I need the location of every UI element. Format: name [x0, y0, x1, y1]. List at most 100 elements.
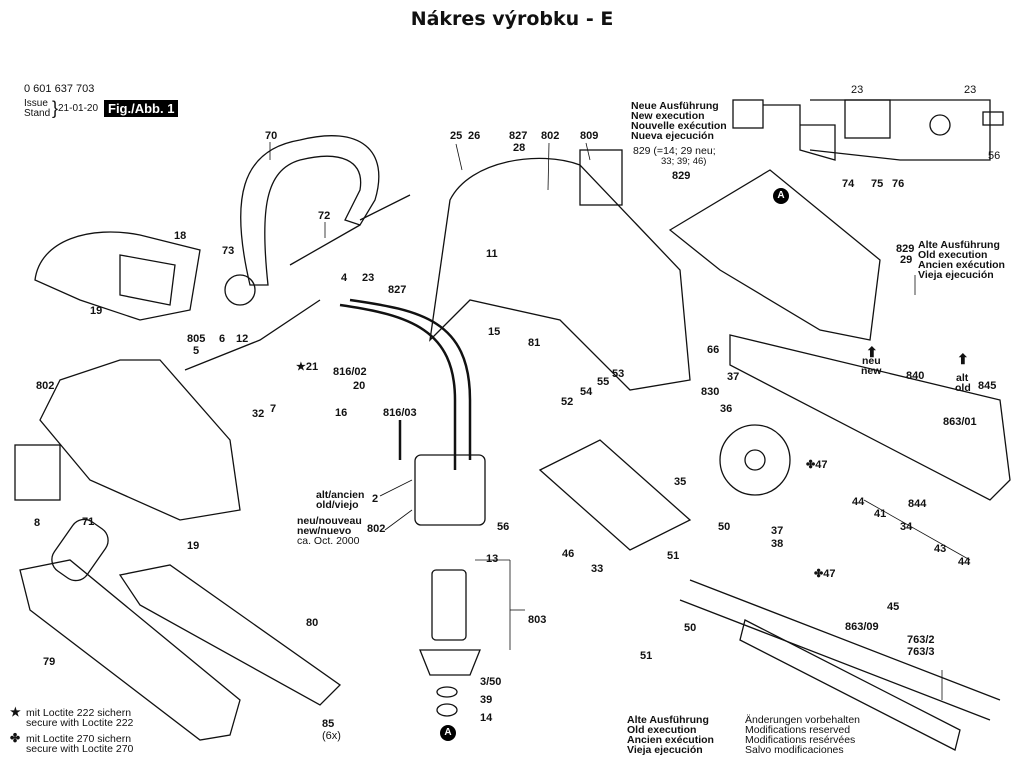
part-label: 50 [718, 521, 731, 533]
gear-housing-part [34, 231, 201, 321]
part-label: 816/03 [383, 407, 417, 419]
part-label: 763/3 [907, 646, 935, 658]
part-label: 5 [193, 345, 200, 357]
old-execution-bottom-de: Alte Ausführung [627, 714, 709, 726]
part-label: 38 [771, 538, 784, 550]
part-label: 80 [306, 617, 319, 629]
new-execution-es: Nueva ejecución [631, 130, 714, 142]
part-label: 805 [187, 333, 206, 345]
part-label: 19 [90, 305, 103, 317]
stator-old-2: old/viejo [316, 499, 359, 511]
old-execution-bottom-en: Old execution [627, 724, 697, 736]
part-label: 56 [497, 521, 510, 533]
part-label: 51 [640, 650, 653, 662]
part-label: 75 [871, 178, 884, 190]
callout-a-marker: A [440, 725, 456, 741]
part-label: 79 [43, 656, 56, 668]
wiring-diagram [732, 99, 764, 129]
stator-new-2: new/nuevo [297, 525, 352, 537]
part-label: 18 [174, 230, 187, 242]
part-label: 41 [874, 508, 887, 520]
part-label: 73 [222, 245, 235, 257]
part-label: 71 [82, 516, 95, 528]
stator-old-part: 2 [372, 493, 379, 505]
part-label: 863/01 [943, 416, 977, 428]
part-number: 0 601 637 703 [24, 83, 95, 95]
old-execution-top-es: Vieja ejecución [918, 269, 994, 281]
part-label: 20 [353, 380, 366, 392]
plate-part [538, 439, 692, 551]
part-label: 53 [612, 368, 625, 380]
base-part [19, 559, 241, 741]
part-label: 72 [318, 210, 331, 222]
part-label: 13 [486, 553, 499, 565]
part-label: 25 [450, 130, 463, 142]
stand-label: Stand [24, 108, 51, 119]
part-label: 52 [561, 396, 574, 408]
part-label: 56 [988, 150, 1001, 162]
part-label: 51 [667, 550, 680, 562]
part-label: 81 [528, 337, 541, 349]
part-label: 85 [322, 718, 335, 730]
part-label: 66 [707, 344, 720, 356]
part-label: 28 [513, 142, 526, 154]
part-label: 15 [488, 326, 501, 338]
part-label: 763/2 [907, 634, 935, 646]
new-execution-en: New execution [631, 110, 705, 122]
legend-cross-en: secure with Loctite 270 [26, 743, 134, 755]
part-label: 845 [978, 380, 997, 392]
part-label: 19 [187, 540, 200, 552]
part-label: 54 [580, 386, 593, 398]
part-label: 44 [852, 496, 865, 508]
legend-star-de: mit Loctite 222 sichern [26, 707, 132, 719]
part-label: 32 [252, 408, 265, 420]
stator-new-3: ca. Oct. 2000 [297, 535, 360, 547]
part-label: 8 [34, 517, 41, 529]
old-execution-top-de: Alte Ausführung [918, 239, 1000, 251]
housing-part [429, 157, 691, 391]
part-label: 863/09 [845, 621, 879, 633]
part-label: 43 [934, 543, 947, 555]
note-829-b: 33; 39; 46) [661, 156, 707, 167]
gear-part [719, 424, 791, 496]
part-label: 4 [341, 272, 348, 284]
issue-date: 21-01-20 [58, 103, 99, 114]
part-label: 76 [892, 178, 905, 190]
brace: } [52, 98, 59, 118]
part-label: 23 [964, 84, 977, 96]
blade-part [729, 334, 1011, 501]
part-label: 840 [906, 370, 925, 382]
part-label: 11 [486, 248, 498, 260]
page-title: Nákres výrobku - E [410, 8, 614, 30]
cross-icon: ✤ [10, 731, 21, 745]
part-label: 802 [36, 380, 55, 392]
new-execution-fr: Nouvelle exécution [631, 120, 727, 132]
part-label: 802 [541, 130, 560, 142]
part-label: ★21 [296, 361, 319, 373]
part-label: 6 [219, 333, 226, 345]
part-label: 830 [701, 386, 720, 398]
handle-part [240, 135, 380, 286]
old-execution-bottom-fr: Ancien exécution [627, 734, 714, 746]
legend-cross-de: mit Loctite 270 sichern [26, 733, 132, 745]
callout-a-marker: A [773, 188, 789, 204]
arrow-new-de: neu [862, 355, 881, 367]
part-label: 3/50 [480, 676, 502, 688]
part-label: (6x) [322, 730, 341, 742]
part-label: 829 [672, 170, 691, 182]
star-icon: ★ [10, 705, 21, 719]
part-label: ✤47 [806, 459, 828, 471]
issue-label: Issue [24, 98, 48, 109]
stator-new-part: 802 [367, 523, 386, 535]
rod-part [289, 224, 361, 266]
part-label: 14 [480, 712, 493, 724]
old-execution-bottom-es: Vieja ejecución [627, 744, 703, 756]
modifications-fr: Modifications resérvées [745, 734, 856, 746]
part-label: 26 [468, 130, 481, 142]
part-label: 33 [591, 563, 604, 575]
part-label: 55 [597, 376, 610, 388]
armature-part [431, 569, 467, 641]
part-label: 36 [720, 403, 733, 415]
part-label: 46 [562, 548, 575, 560]
